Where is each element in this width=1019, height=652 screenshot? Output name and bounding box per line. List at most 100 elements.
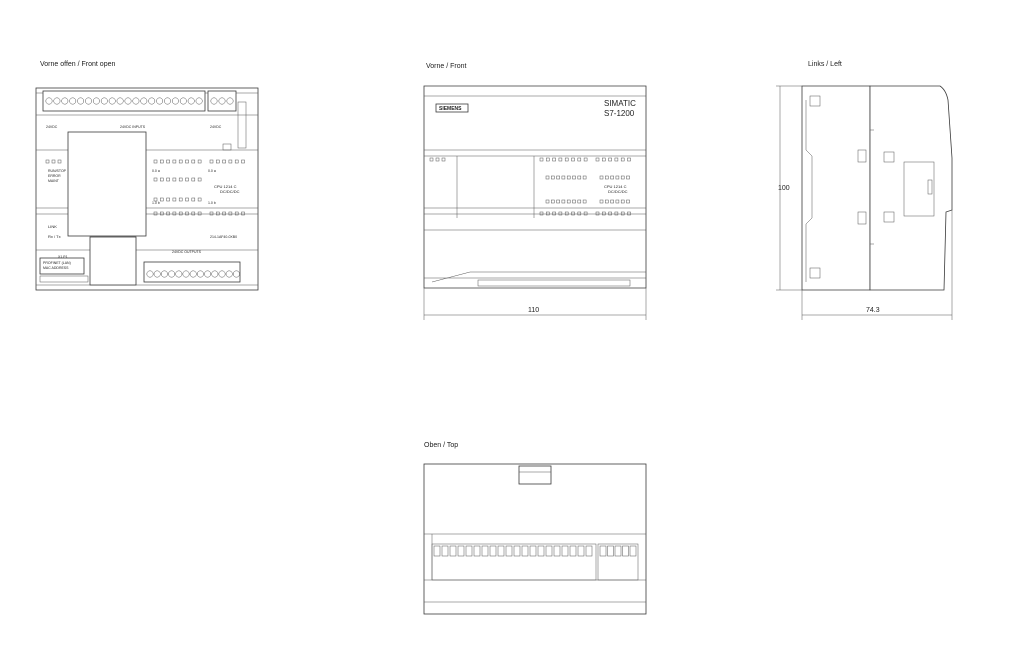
terminal-screw [182, 270, 190, 278]
io-led [546, 211, 550, 216]
io-led [172, 197, 177, 202]
terminal-slot [577, 545, 585, 557]
io-led [627, 211, 631, 216]
terminal-slot [561, 545, 569, 557]
product-model: S7-1200 [604, 109, 635, 118]
io-led [582, 175, 587, 180]
io-led [185, 211, 189, 216]
io-led [599, 199, 604, 204]
terminal-slot [537, 545, 545, 557]
terminal-screw [61, 97, 69, 105]
io-led [577, 175, 582, 180]
io-led [583, 211, 588, 216]
terminal-slot [585, 545, 593, 557]
io-led [241, 159, 245, 164]
io-led [552, 157, 556, 162]
terminal-screw [211, 270, 219, 278]
io-led [572, 175, 576, 180]
group-b-in: 1.0 b [152, 201, 160, 205]
io-led [197, 177, 202, 182]
terminal-screw [124, 97, 132, 105]
port-cover [89, 236, 137, 286]
io-led [558, 157, 563, 162]
io-led [608, 157, 612, 162]
io-led [561, 175, 566, 180]
io-led [441, 157, 446, 162]
io-led [153, 197, 158, 202]
front-view: SIEMENS SIMATIC S7-1200 CPU 1214 C DC/DC… [423, 85, 647, 320]
io-led [564, 157, 569, 162]
io-led [172, 159, 177, 164]
io-led [577, 211, 582, 216]
terminal-slot [521, 545, 529, 557]
group-b-out: 1.0 b [208, 201, 216, 205]
io-led [228, 211, 233, 216]
io-led [577, 199, 582, 204]
io-led [614, 211, 619, 216]
io-led [620, 199, 625, 204]
io-led [160, 211, 164, 216]
terminal-screw [175, 270, 183, 278]
terminal-screw [196, 270, 204, 278]
product-line: SIMATIC [604, 99, 636, 108]
terminal-screw [85, 97, 92, 105]
terminal-slot [569, 545, 577, 557]
io-led [166, 211, 170, 216]
left-housing-front [869, 85, 953, 291]
io-led [216, 211, 220, 216]
top-terminal-row [433, 545, 637, 557]
io-led [185, 159, 189, 164]
depth-dimension: 74.3 [866, 307, 880, 314]
inputs-label-open: 24VDC INPUTS [120, 125, 146, 129]
io-led [615, 175, 620, 180]
terminal-screw [232, 270, 240, 278]
terminal-screw [153, 270, 161, 278]
terminal-slot [473, 545, 481, 557]
io-led [166, 159, 170, 164]
terminal-screw [225, 270, 233, 278]
terminal-screw [156, 97, 164, 105]
io-led [160, 197, 164, 202]
terminal-slot [489, 545, 497, 557]
cpu-model-open: CPU 1214 C [214, 184, 237, 189]
io-led [615, 199, 620, 204]
terminal-slot [607, 545, 614, 557]
top-housing [423, 463, 647, 615]
io-led [561, 199, 566, 204]
terminal-screw [53, 97, 61, 105]
io-led [191, 177, 196, 182]
front-io-leds [429, 157, 631, 216]
top-right-terminal [207, 90, 237, 112]
io-led [234, 159, 239, 164]
io-led [209, 159, 214, 164]
terminal-slot [465, 545, 473, 557]
io-led [602, 157, 606, 162]
terminal-slot [553, 545, 561, 557]
io-led [577, 157, 582, 162]
io-led [626, 175, 630, 180]
io-led [610, 199, 614, 204]
io-led [582, 199, 587, 204]
io-led [429, 157, 434, 162]
terminal-slot [441, 545, 449, 557]
io-led [605, 175, 609, 180]
terminal-slot [481, 545, 489, 557]
terminal-screw [168, 270, 176, 278]
io-led [599, 175, 604, 180]
sensor-supply-open: 24VDC [210, 125, 222, 129]
link-label: LINK [48, 224, 57, 229]
terminal-screw [69, 97, 77, 105]
left-view: 100 74.3 [776, 85, 953, 320]
width-dimension: 110 [528, 307, 539, 314]
io-led [153, 177, 158, 182]
view-title-left: Links / Left [808, 61, 842, 68]
terminal-slot [629, 545, 637, 557]
io-led [209, 211, 214, 216]
terminal-slot [545, 545, 553, 557]
height-dimension: 100 [778, 185, 790, 192]
terminal-screw [45, 97, 53, 105]
top-latch [518, 465, 552, 485]
io-led [178, 177, 183, 182]
io-led [627, 157, 631, 162]
io-led [626, 199, 630, 204]
